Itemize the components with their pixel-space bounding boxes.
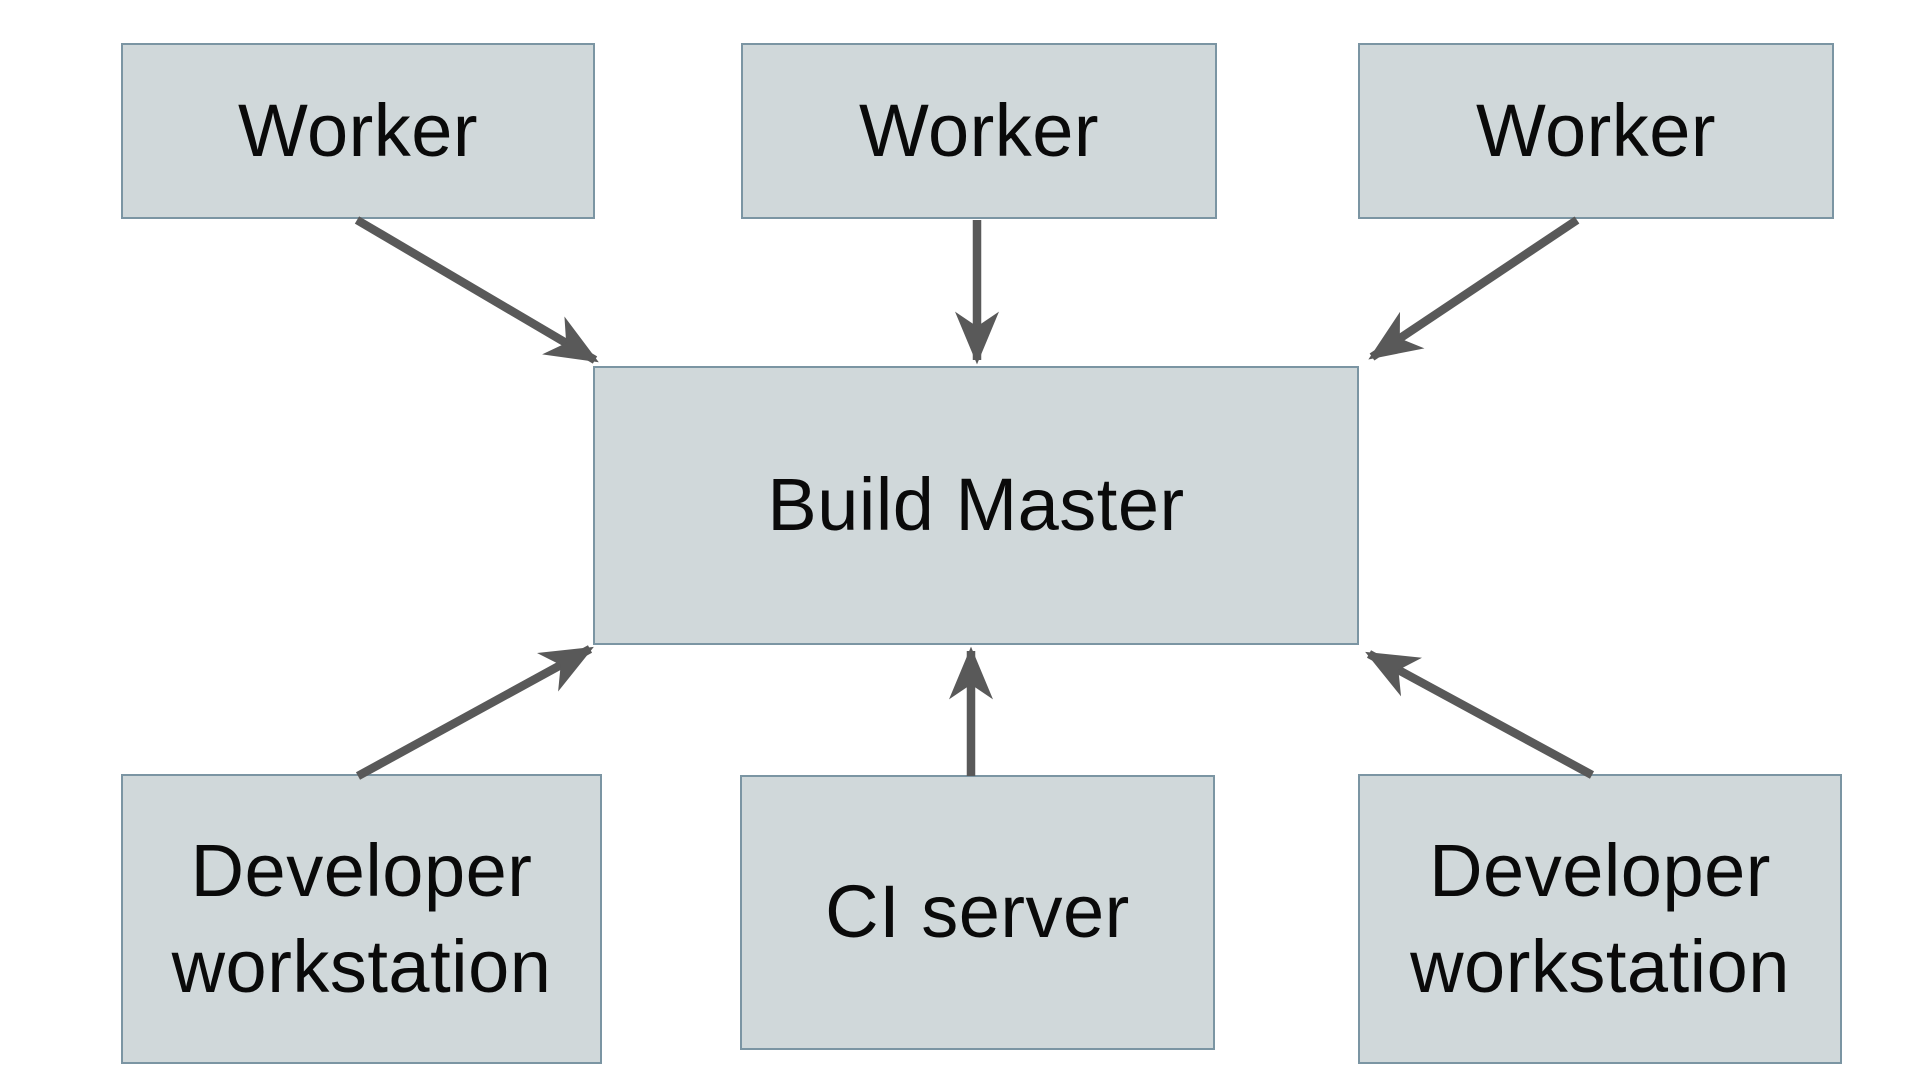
node-label: Worker: [237, 88, 479, 172]
node-build-master: Build Master: [593, 366, 1359, 645]
arrow-worker3-to-buildmaster: [1368, 216, 1580, 361]
node-label: Build Master: [767, 463, 1185, 547]
node-label: Developer workstation: [1410, 828, 1790, 1008]
node-developer-workstation-2: Developer workstation: [1358, 774, 1842, 1064]
node-worker-3: Worker: [1358, 43, 1834, 219]
arrow-devworkstation1-to-buildmaster: [355, 645, 594, 780]
node-ci-server: CI server: [740, 775, 1215, 1050]
arrow-worker1-to-buildmaster: [354, 216, 599, 364]
node-worker-1: Worker: [121, 43, 595, 219]
arrow-devworkstation2-to-buildmaster: [1365, 650, 1595, 779]
node-label: Worker: [1475, 88, 1717, 172]
node-label: Developer workstation: [171, 828, 552, 1008]
node-label: CI server: [825, 870, 1130, 954]
node-developer-workstation-1: Developer workstation: [121, 774, 602, 1064]
node-worker-2: Worker: [741, 43, 1217, 219]
node-label: Worker: [858, 88, 1100, 172]
